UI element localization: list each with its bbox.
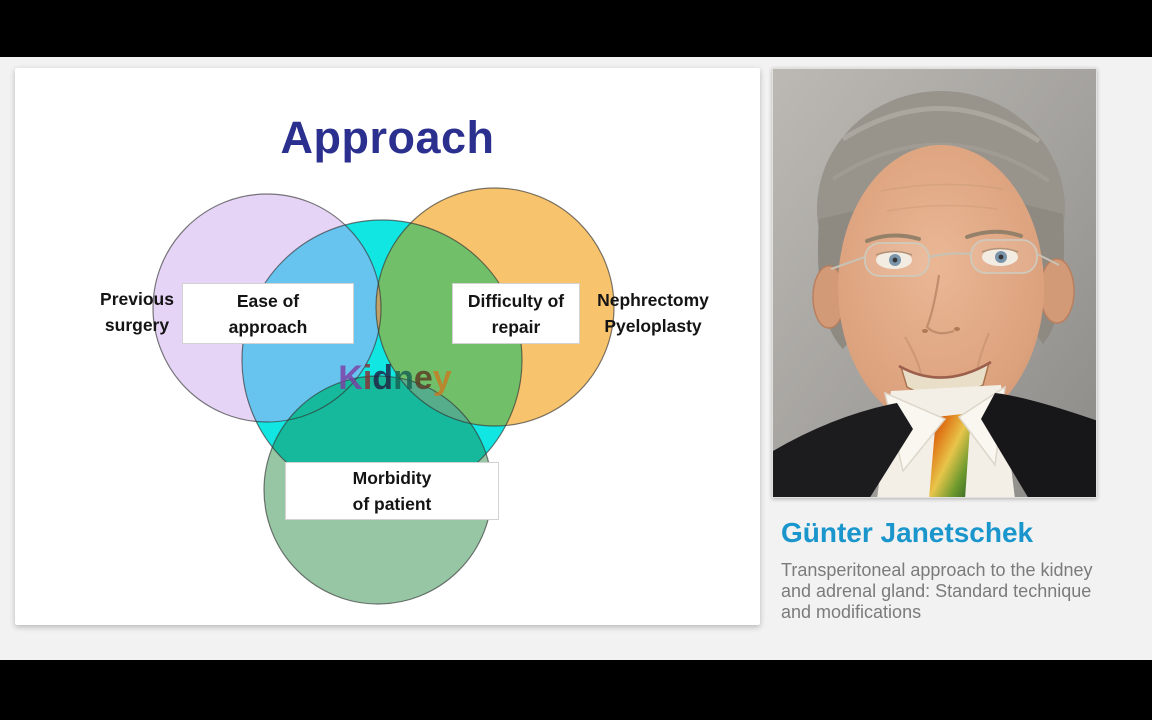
venn-diagram	[152, 187, 615, 605]
label-nephrectomy-pyeloplasty: Nephrectomy Pyeloplasty	[588, 287, 718, 339]
stage: Approach	[0, 57, 1152, 660]
glasses-icon	[830, 239, 1060, 277]
slide-title: Approach	[280, 112, 495, 163]
label-previous-line1: Previous	[100, 289, 174, 309]
kidney-letter: d	[372, 359, 394, 397]
label-difficulty-line1: Difficulty of	[467, 290, 565, 311]
speaker-name: Günter Janetschek	[781, 517, 1034, 548]
kidney-letter: e	[413, 359, 433, 397]
label-ease-line1: Ease of	[236, 290, 300, 311]
speaker-portrait-illustration	[773, 69, 1096, 497]
letterbox-top	[0, 0, 1152, 57]
label-morbidity-line2: of patient	[352, 494, 432, 514]
slide: Approach	[15, 68, 760, 625]
kidney-letter: K	[338, 359, 363, 397]
kidney-letter: i	[362, 359, 373, 397]
label-nephrectomy-line2: Pyeloplasty	[604, 316, 702, 336]
label-previous-line2: surgery	[104, 315, 170, 335]
label-box-difficulty-of-repair: Difficulty of repair	[452, 283, 580, 344]
label-kidney: Kidney	[322, 357, 468, 399]
talk-title: Transperitoneal approach to the kidney a…	[781, 560, 1093, 622]
label-nephrectomy-line1: Nephrectomy	[597, 290, 709, 310]
label-box-ease-of-approach: Ease of approach	[182, 283, 354, 344]
kidney-letter: y	[432, 359, 452, 397]
label-ease-line2: approach	[228, 316, 308, 337]
speaker-photo	[772, 68, 1097, 498]
label-difficulty-line2: repair	[491, 316, 541, 337]
label-box-morbidity-of-patient: Morbidity of patient	[285, 462, 499, 520]
kidney-letter: n	[393, 359, 414, 397]
label-previous-surgery: Previous surgery	[75, 286, 199, 338]
letterbox-bottom	[0, 660, 1152, 720]
label-morbidity-line1: Morbidity	[352, 468, 432, 488]
